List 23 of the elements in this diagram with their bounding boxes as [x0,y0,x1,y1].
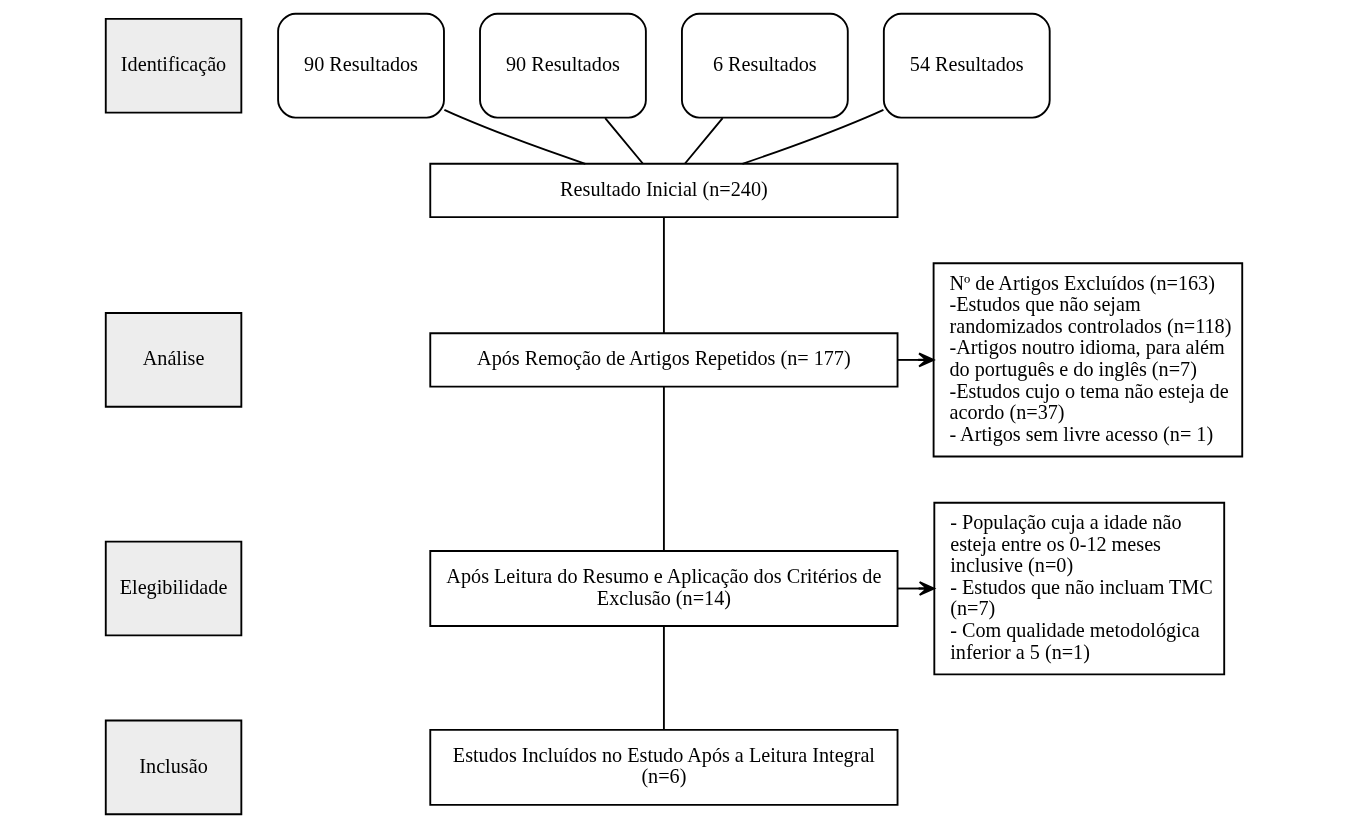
connector [662,216,665,334]
node-box: Elegibilidade [104,540,243,637]
node-box: - População cuja a idade não esteja entre os 0-12 meses inclusive (n=0) - Estudos que não incluam TMC (n=7) - Com qualidade metodológica inferior a 5 (n=1) [933,501,1226,676]
node-box: Após Leitura do Resumo e Aplicação dos Critérios de Exclusão (n=14) [429,550,899,627]
node-box: Após Remoção de Artigos Repetidos (n= 177) [429,332,899,388]
node-box: 90 Resultados [277,12,445,119]
node-box: Inclusão [104,719,243,816]
node-box: 54 Resultados [882,12,1051,119]
node-box: Análise [104,312,243,408]
connector [684,117,724,165]
arrow [896,352,935,368]
node-box: Identificação [104,17,243,114]
connector [662,385,665,552]
node-box: Estudos Incluídos no Estudo Após a Leitura Integral (n=6) [429,728,899,806]
connector [604,117,644,165]
connector [443,108,587,165]
arrow [897,581,935,596]
node-box: 6 Resultados [681,12,849,119]
node-box: 90 Resultados [479,12,647,119]
node-box: Nº de Artigos Excluídos (n=163) -Estudos que não sejam randomizados controlados (n=118) -Artigos noutro idioma, para além do português e do inglês (n=7) -Estudos cujo o tema não esteja de acordo (n=37) - Artigos sem livre acesso (n= 1) [932,262,1244,458]
connector [662,625,665,731]
connector [741,108,885,165]
node-box: Resultado Inicial (n=240) [429,162,899,219]
